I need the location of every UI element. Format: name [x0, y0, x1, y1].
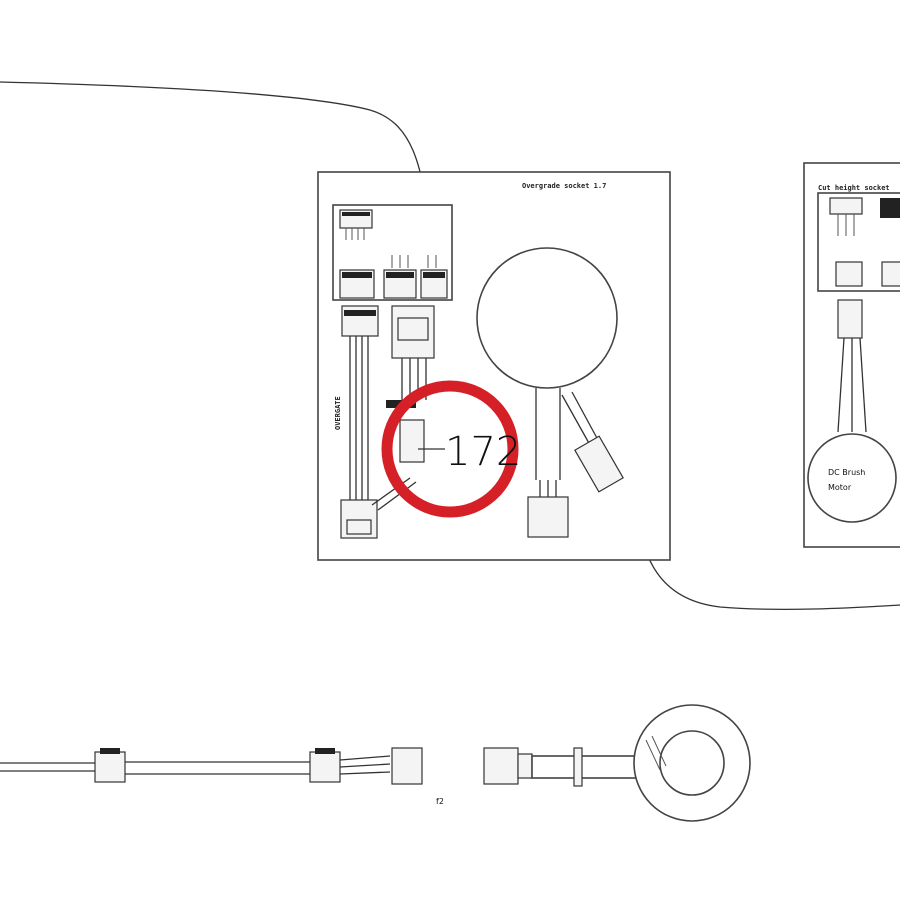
callout-172: 172: [381, 380, 521, 518]
panel-title: Overgrade socket 1.7: [522, 182, 606, 190]
motor-label-line1: DC Brush: [828, 468, 865, 477]
bottom-harness: f2: [0, 704, 751, 822]
cut-height-socket-panel: Cut height socket DC Brush Motor: [803, 162, 900, 548]
callout-ring: [381, 380, 519, 518]
right-connector: [837, 299, 863, 339]
sensor-connector: [483, 747, 519, 785]
vertical-label: OVERGATE: [334, 396, 342, 430]
small-label: f2: [436, 797, 444, 806]
callout-number: 172: [445, 429, 521, 475]
right-panel-title: Cut height socket: [818, 184, 890, 192]
harness-end-connector: [391, 747, 423, 785]
upper-cable: [0, 81, 431, 251]
motor-label-line2: Motor: [828, 483, 852, 492]
dc-brush-motor: [807, 433, 897, 523]
overgrade-socket-panel: Overgrade socket 1.7 OVERGATE: [317, 171, 671, 561]
connector-callout-part: [399, 419, 425, 463]
motor-connector-down: [527, 496, 569, 538]
round-motor: [476, 247, 618, 389]
motor-connector-angled: [574, 435, 624, 493]
